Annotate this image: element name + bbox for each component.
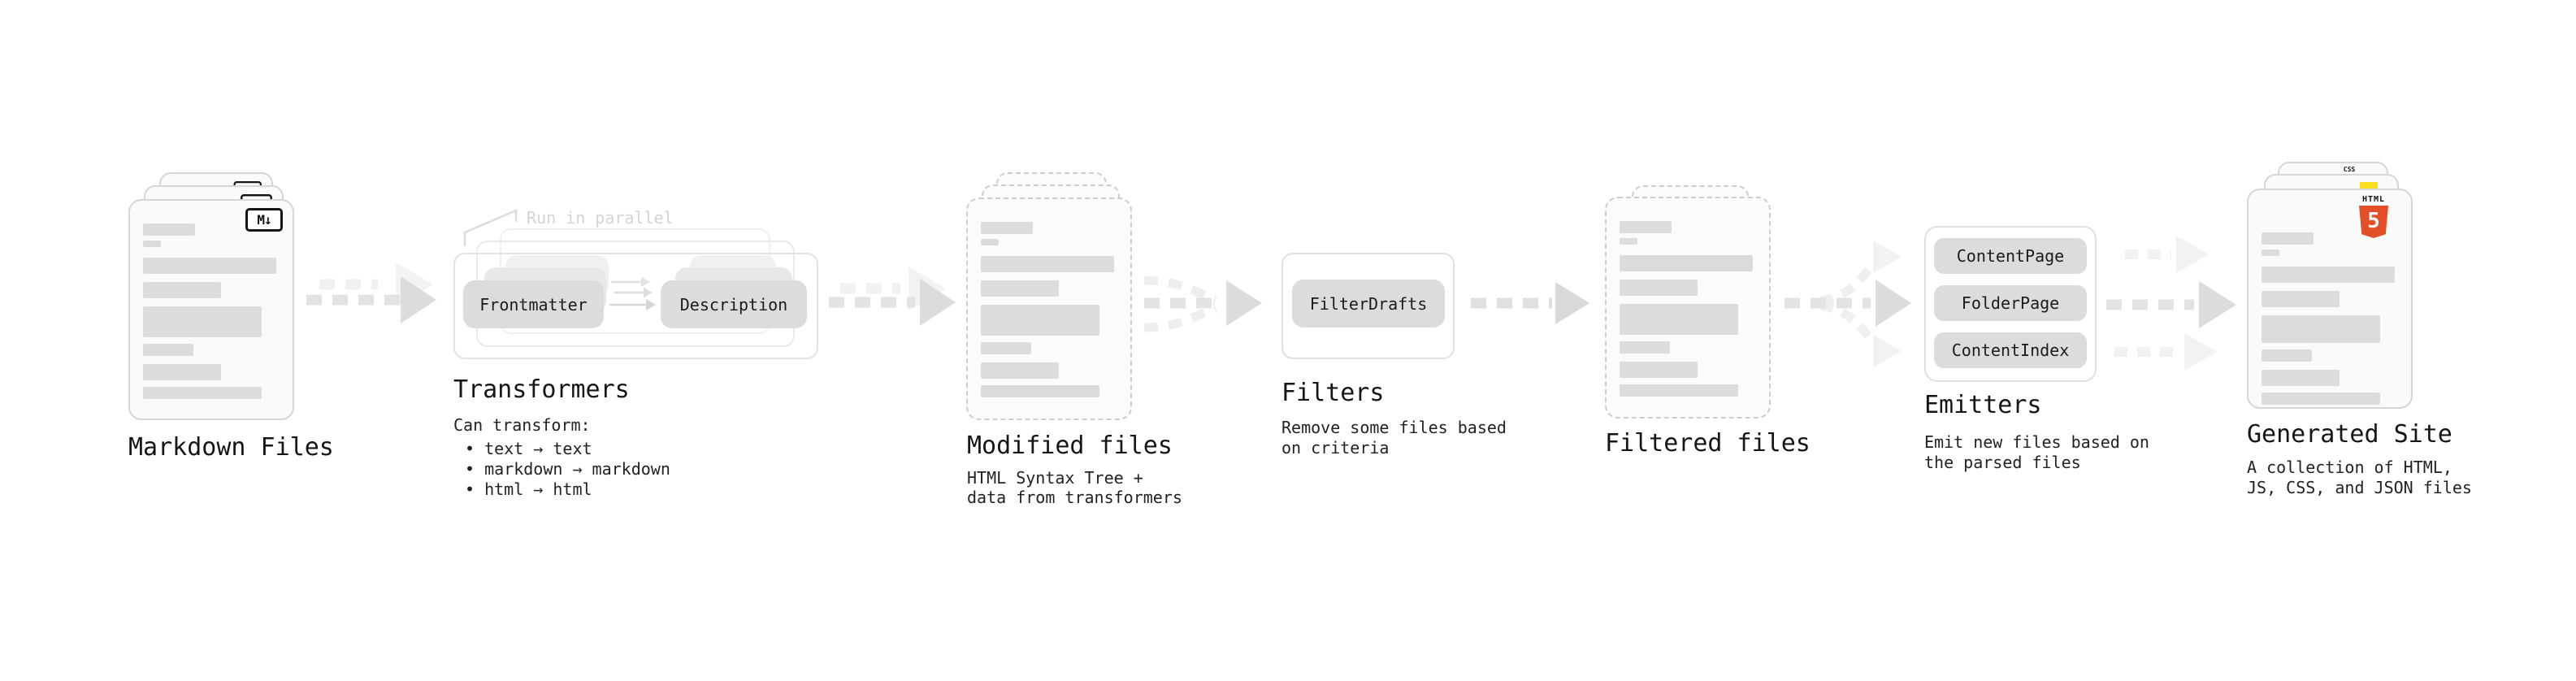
description-step: Description <box>661 280 807 328</box>
text-line-placeholder <box>143 241 161 247</box>
transformers-bullet: • markdown → markdown <box>465 459 670 479</box>
text-line-placeholder <box>2262 315 2380 343</box>
modified-files-desc: data from transformers <box>967 488 1182 507</box>
annotation-callout-line <box>463 209 518 246</box>
text-line-placeholder <box>143 344 193 356</box>
filters-card <box>1281 253 1455 359</box>
filters-desc: Remove some files based <box>1281 418 1507 437</box>
filterdrafts-step: FilterDrafts <box>1292 280 1445 327</box>
transformer-step-arrows <box>609 277 656 310</box>
arrow-filters-to-filtered <box>1471 282 1589 324</box>
transformers-bullet: • html → html <box>465 479 592 499</box>
text-line-placeholder <box>143 282 221 298</box>
arrow-filtered-to-emitters <box>1785 241 1911 367</box>
run-in-parallel-annotation: Run in parallel <box>527 208 674 228</box>
arrow-markdown-to-transformers <box>306 262 436 323</box>
emitters-card <box>1924 226 2097 382</box>
transformers-subtitle: Can transform: <box>453 415 591 435</box>
filtered-files-title: Filtered files <box>1605 429 1811 458</box>
text-line-placeholder <box>143 223 195 236</box>
text-line-placeholder <box>981 256 1114 272</box>
html5-icon: HTML 5 <box>2354 195 2393 238</box>
filters-desc: on criteria <box>1281 438 1390 458</box>
generated-site-desc: A collection of HTML, <box>2247 458 2452 477</box>
transformer-card-front <box>453 253 818 359</box>
markdown-icon: M↓ <box>245 208 283 232</box>
generated-site-desc: JS, CSS, and JSON files <box>2247 478 2472 497</box>
markdown-doc-front: M↓ <box>128 199 294 420</box>
transformers-bullet: • text → text <box>465 439 592 458</box>
arrow-modified-to-filters <box>1143 275 1262 332</box>
markdown-files-title: Markdown Files <box>128 433 334 462</box>
filters-title: Filters <box>1281 379 1385 407</box>
text-line-placeholder <box>981 222 1033 234</box>
text-line-placeholder <box>2262 349 2312 362</box>
text-line-placeholder <box>981 385 1099 397</box>
text-line-placeholder <box>2262 249 2279 256</box>
folderpage-emitter: FolderPage <box>1934 285 2087 321</box>
text-line-placeholder <box>1620 304 1738 335</box>
emitters-desc: Emit new files based on <box>1924 432 2149 452</box>
modified-files-desc: HTML Syntax Tree + <box>967 468 1143 488</box>
frontmatter-step: Frontmatter <box>463 280 604 328</box>
text-line-placeholder <box>2262 393 2380 405</box>
emitters-title: Emitters <box>1924 391 2042 419</box>
text-line-placeholder <box>1620 280 1698 296</box>
text-line-placeholder <box>1620 255 1753 271</box>
text-line-placeholder <box>1620 221 1672 233</box>
text-line-placeholder <box>981 362 1059 379</box>
text-line-placeholder <box>143 306 262 337</box>
text-line-placeholder <box>2262 370 2340 386</box>
text-line-placeholder <box>2262 267 2395 283</box>
generated-site-title: Generated Site <box>2247 420 2452 449</box>
text-line-placeholder <box>1620 384 1738 397</box>
text-line-placeholder <box>143 364 221 380</box>
filtered-doc-front <box>1605 197 1771 419</box>
text-line-placeholder <box>1620 362 1698 378</box>
text-line-placeholder <box>2262 232 2314 245</box>
generated-doc-html: HTML 5 <box>2247 189 2413 409</box>
text-line-placeholder <box>1620 238 1637 245</box>
arrow-transformers-to-modified <box>829 267 956 326</box>
modified-doc-front <box>966 197 1132 420</box>
text-line-placeholder <box>981 239 999 245</box>
text-line-placeholder <box>143 387 262 399</box>
contentpage-emitter: ContentPage <box>1934 238 2087 274</box>
arrow-emitters-to-generated <box>2106 236 2236 371</box>
transformers-title: Transformers <box>453 375 630 404</box>
text-line-placeholder <box>2262 291 2340 307</box>
emitters-desc: the parsed files <box>1924 453 2081 472</box>
modified-files-title: Modified files <box>967 432 1173 460</box>
text-line-placeholder <box>143 258 276 274</box>
contentindex-emitter: ContentIndex <box>1934 332 2087 368</box>
text-line-placeholder <box>981 305 1099 336</box>
text-line-placeholder <box>981 342 1031 354</box>
text-line-placeholder <box>981 280 1059 297</box>
text-line-placeholder <box>1620 341 1670 354</box>
